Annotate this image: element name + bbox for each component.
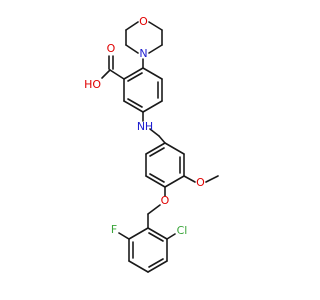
- molecule-diagram: O N HO O N H O O F Cl: [84, 15, 219, 273]
- ether-oxygen-label: O: [161, 194, 170, 207]
- chlorine-label: Cl: [177, 224, 188, 237]
- morpholine-oxygen-label: O: [139, 15, 148, 28]
- fluorine-label: F: [111, 223, 117, 236]
- amine-hydrogen-label: H: [145, 120, 153, 133]
- fluoro-bond: [118, 232, 130, 240]
- morpholine-ring: [125, 21, 163, 54]
- morpholine-nitrogen-label: N: [139, 47, 147, 60]
- methoxy-benzyl-ring: [145, 142, 185, 188]
- benzyl-ether: [147, 186, 166, 229]
- chloro-bond: [166, 233, 176, 240]
- methoxy-oxygen-label: O: [196, 176, 205, 189]
- structure-canvas: O N HO O N H O O F Cl: [84, 15, 219, 273]
- amine-nitrogen-label: N: [137, 120, 145, 133]
- acid-hydroxyl-label: HO: [84, 78, 101, 91]
- acid-carbonyl-oxygen-label: O: [107, 42, 116, 55]
- methoxy-group: [183, 175, 219, 183]
- halophenyl-ring: [128, 227, 168, 273]
- amine-linker: [142, 111, 166, 144]
- carboxylic-acid: [101, 55, 125, 80]
- benzoic-acid-ring: [123, 67, 163, 113]
